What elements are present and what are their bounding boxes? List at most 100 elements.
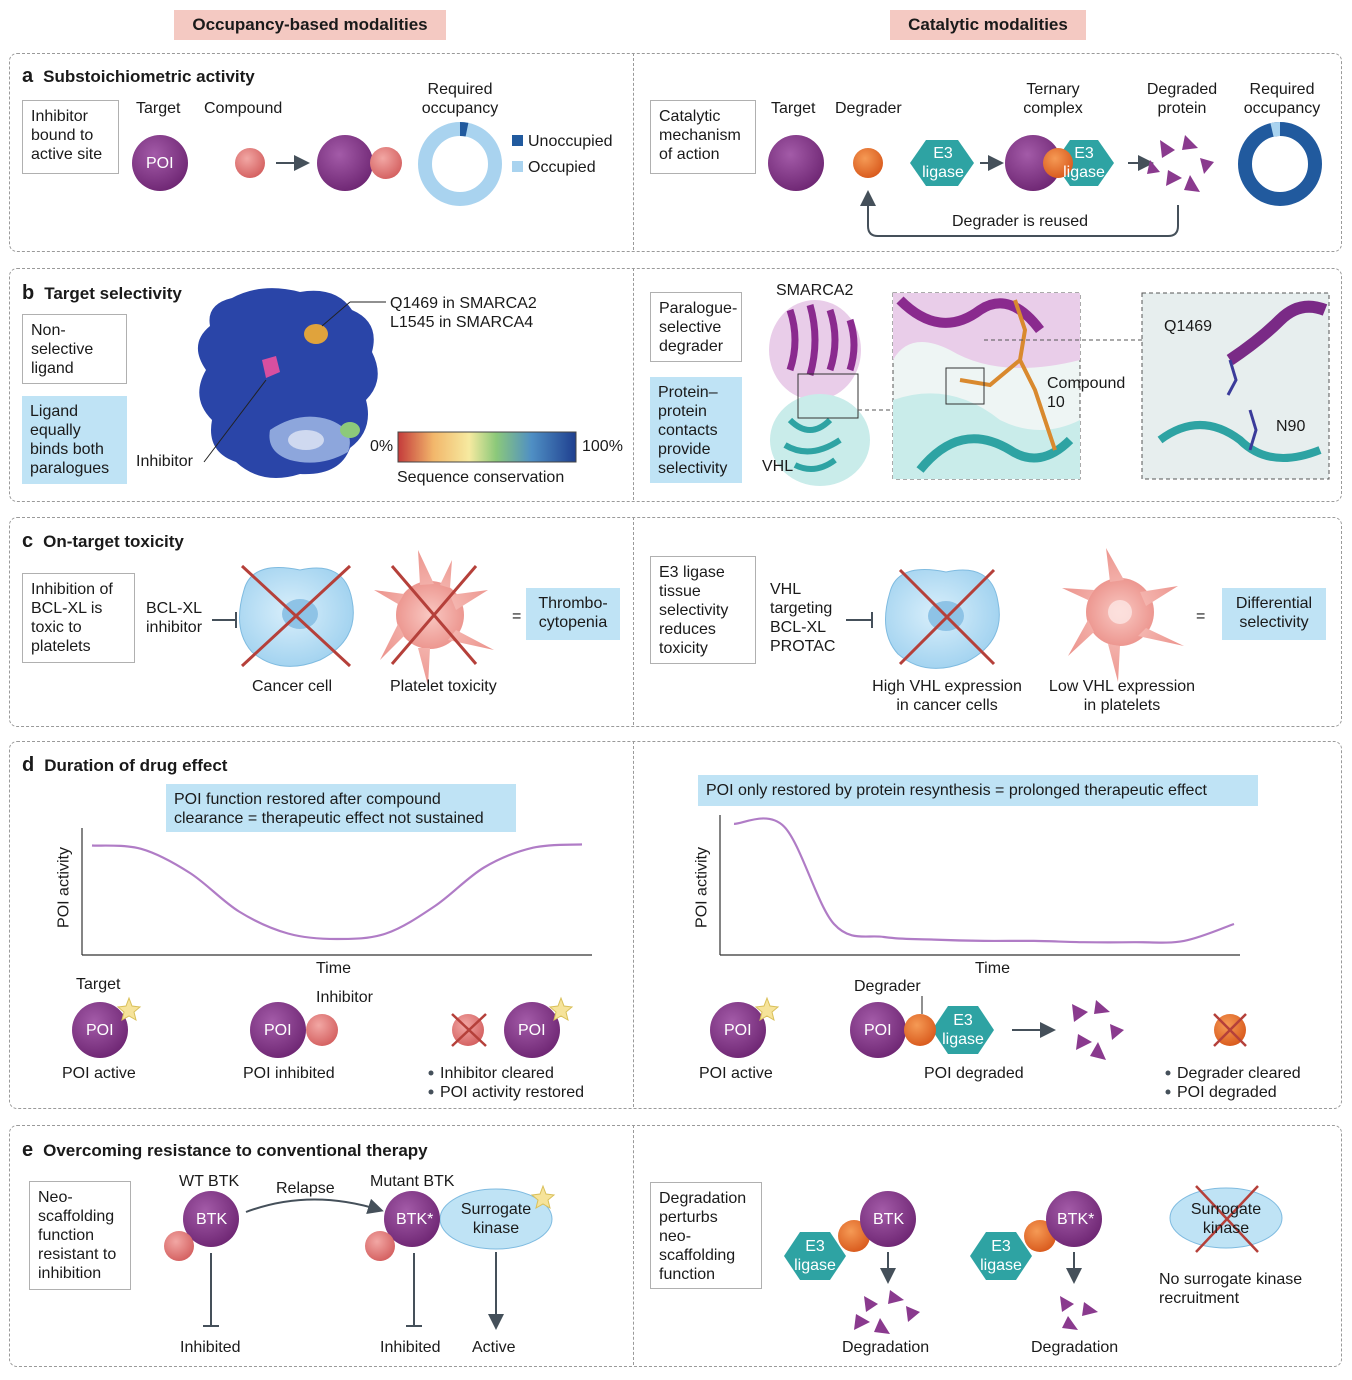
zoom1-purple bbox=[893, 293, 1080, 368]
scale-max-label: 100% bbox=[582, 438, 623, 455]
inhibit-bar bbox=[212, 612, 237, 628]
target-label: Target bbox=[76, 976, 121, 993]
chart-left-ylabel: POI activity bbox=[55, 847, 73, 928]
degrader-label: Degrader bbox=[854, 978, 921, 995]
bullet-dot bbox=[1165, 1089, 1171, 1095]
chart-right-curve bbox=[733, 817, 1235, 944]
required-occupancy-label: Required occupancy bbox=[1243, 81, 1321, 117]
surrogate-kinase-label: Surrogate kinase bbox=[1190, 1201, 1262, 1237]
divider-e bbox=[633, 1125, 634, 1365]
zoom-panel-2 bbox=[1141, 292, 1330, 480]
occupancy-donut-high bbox=[1238, 122, 1322, 206]
btk-sphere bbox=[183, 1191, 239, 1247]
poi-sphere bbox=[72, 1002, 128, 1058]
inhibit-line bbox=[203, 1253, 219, 1327]
inhibitor-sphere bbox=[164, 1231, 194, 1261]
bullet-inhibitor-cleared: Inhibitor cleared bbox=[440, 1065, 554, 1082]
btk-sphere-label: BTK bbox=[196, 1211, 228, 1228]
residue-label-q1469: Q1469 in SMARCA2 bbox=[390, 295, 537, 312]
bullet-dot bbox=[428, 1070, 434, 1076]
panel-c-frame bbox=[9, 517, 1342, 727]
inhibit-bar bbox=[846, 612, 873, 628]
e3-tissue-selectivity-box: E3 ligase tissue selectivity reduces tox… bbox=[650, 556, 756, 664]
occupancy-donut-low-unocc bbox=[459, 121, 469, 137]
btk-mutant-sphere bbox=[1046, 1191, 1102, 1247]
residue-label-l1545: L1545 in SMARCA4 bbox=[390, 314, 534, 331]
zoom2-teal-ribbon bbox=[1157, 421, 1322, 462]
degraded-fragments bbox=[1060, 1296, 1098, 1330]
poi-sphere-label: POI bbox=[724, 1022, 752, 1039]
divider-b bbox=[633, 268, 634, 500]
green-patch bbox=[340, 422, 360, 438]
inhibit-line bbox=[406, 1253, 422, 1327]
legend-occupied: Occupied bbox=[528, 159, 596, 176]
degraded-protein-label: Degraded protein bbox=[1146, 81, 1218, 117]
poi-sphere-label: POI bbox=[264, 1022, 292, 1039]
inhibited-label-mutant: Inhibited bbox=[380, 1339, 441, 1356]
ternary-degrader bbox=[1043, 148, 1073, 178]
poi-sphere bbox=[850, 1002, 906, 1058]
cross-mark bbox=[451, 1013, 487, 1047]
poi-sphere bbox=[132, 135, 188, 191]
high-vhl-label: High VHL expression in cancer cells bbox=[872, 678, 1022, 714]
poi-sphere-bound bbox=[317, 135, 373, 191]
structure-smarca2-helices bbox=[786, 304, 858, 376]
right-banner: POI only restored by protein resynthesis… bbox=[698, 775, 1258, 806]
platelet-highlight bbox=[1108, 600, 1132, 624]
inhibitor-label: Inhibitor bbox=[316, 989, 373, 1006]
paralogue-selective-box: Paralogue-selective degrader bbox=[650, 292, 742, 362]
poi-sphere bbox=[504, 1002, 560, 1058]
no-surrogate-label: No surrogate kinase recruitment bbox=[1159, 1271, 1303, 1307]
bullet-degrader-cleared: Degrader cleared bbox=[1177, 1065, 1301, 1082]
differential-selectivity-box: Differential selectivity bbox=[1222, 588, 1326, 640]
cross-mark bbox=[1195, 1185, 1259, 1253]
e3-ligase-label: E3 ligase bbox=[942, 1012, 984, 1048]
occupancy-donut-high-occ bbox=[1270, 122, 1281, 137]
inset-box-small bbox=[797, 373, 859, 419]
state-poi-inhibited: POI inhibited bbox=[243, 1065, 335, 1082]
n90-label: N90 bbox=[1276, 418, 1306, 435]
inhibitor-pointer bbox=[203, 379, 267, 463]
legend-unoccupied: Unoccupied bbox=[528, 133, 613, 150]
neo-scaffolding-box: Neo-scaffolding function resistant to in… bbox=[29, 1181, 131, 1290]
ternary-complex-label: Ternary complex bbox=[1023, 81, 1083, 117]
equals-sign: = bbox=[512, 608, 522, 625]
compound-10-label: Compound 10 bbox=[1047, 375, 1126, 411]
divider-d bbox=[633, 741, 634, 1107]
divider-c bbox=[633, 517, 634, 725]
compound-sphere-bound bbox=[370, 147, 402, 179]
active-star-icon bbox=[530, 1184, 556, 1210]
btk-sphere bbox=[860, 1191, 916, 1247]
degraded-fragments bbox=[1072, 1000, 1124, 1060]
required-occupancy-label: Required occupancy bbox=[421, 81, 499, 117]
legend-occupied-swatch bbox=[512, 161, 523, 172]
degradation-perturbs-box: Degradation perturbs neo-scaffolding fun… bbox=[650, 1182, 762, 1289]
target-label: Target bbox=[771, 100, 816, 117]
degrader-sphere bbox=[853, 148, 883, 178]
btk-mutant-sphere bbox=[384, 1191, 440, 1247]
left-banner: POI function restored after compound cle… bbox=[166, 784, 516, 832]
platelet-toxicity-label: Platelet toxicity bbox=[390, 678, 497, 695]
active-star-icon bbox=[548, 996, 574, 1022]
btk-mutant-sphere-label: BTK* bbox=[396, 1211, 434, 1228]
relapse-arrow bbox=[245, 1198, 384, 1215]
protein-contacts-box: Protein–protein contacts provide selecti… bbox=[650, 377, 742, 483]
panel-a-frame bbox=[9, 53, 1342, 252]
e3-ligase-label: E3 ligase bbox=[980, 1238, 1022, 1274]
residue-pointer bbox=[321, 301, 351, 327]
chart-left-curve bbox=[91, 843, 583, 941]
btk-mutant-sphere-label: BTK* bbox=[1057, 1211, 1095, 1228]
thrombocytopenia-box: Thrombo-cytopenia bbox=[526, 588, 620, 640]
degraded-fragments bbox=[1147, 135, 1214, 192]
target-label: Target bbox=[136, 100, 181, 117]
surrogate-kinase-label: Surrogate kinase bbox=[460, 1201, 532, 1237]
occupancy-donut-low bbox=[418, 122, 502, 206]
inhibited-label-wt: Inhibited bbox=[180, 1339, 241, 1356]
zoom2-purple-ribbon bbox=[1226, 300, 1328, 365]
panel-d-frame bbox=[9, 741, 1342, 1109]
structure-vhl-strands bbox=[783, 417, 842, 472]
